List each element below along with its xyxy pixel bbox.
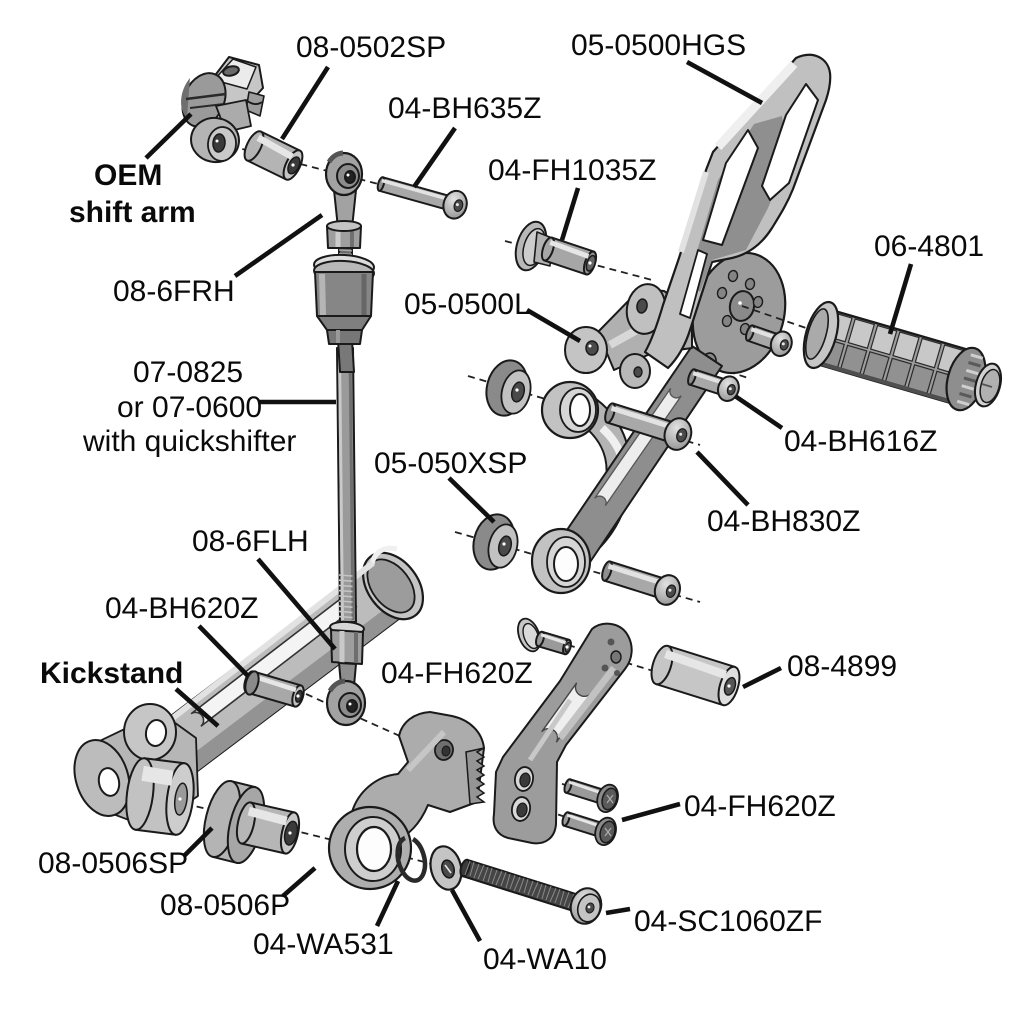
svg-text:08-0506P: 08-0506P: [160, 889, 290, 922]
svg-text:shift arm: shift arm: [69, 196, 196, 229]
svg-text:04-BH635Z: 04-BH635Z: [388, 92, 541, 125]
svg-text:04-FH620Z: 04-FH620Z: [381, 657, 533, 690]
svg-text:05-0500HGS: 05-0500HGS: [571, 29, 746, 62]
svg-text:06-4801: 06-4801: [874, 230, 984, 263]
svg-text:05-0500L: 05-0500L: [404, 288, 531, 321]
svg-text:Kickstand: Kickstand: [40, 657, 183, 690]
svg-text:05-050XSP: 05-050XSP: [374, 447, 527, 480]
svg-text:04-BH830Z: 04-BH830Z: [707, 505, 860, 538]
svg-text:04-WA10: 04-WA10: [483, 943, 607, 976]
svg-text:08-4899: 08-4899: [787, 650, 897, 683]
svg-text:07-0825: 07-0825: [133, 356, 243, 389]
svg-text:04-FH1035Z: 04-FH1035Z: [488, 154, 656, 187]
svg-text:with quickshifter: with quickshifter: [82, 425, 296, 458]
svg-text:08-6FLH: 08-6FLH: [192, 525, 309, 558]
svg-text:04-BH616Z: 04-BH616Z: [784, 425, 937, 458]
svg-text:08-6FRH: 08-6FRH: [113, 275, 235, 308]
svg-text:or 07-0600: or 07-0600: [117, 391, 262, 424]
svg-text:08-0506SP: 08-0506SP: [38, 847, 188, 880]
svg-text:08-0502SP: 08-0502SP: [296, 31, 446, 64]
svg-text:OEM: OEM: [94, 159, 162, 192]
svg-text:04-WA531: 04-WA531: [253, 928, 394, 961]
svg-text:04-FH620Z: 04-FH620Z: [684, 790, 836, 823]
svg-text:04-BH620Z: 04-BH620Z: [105, 592, 258, 625]
svg-text:04-SC1060ZF: 04-SC1060ZF: [634, 905, 822, 938]
